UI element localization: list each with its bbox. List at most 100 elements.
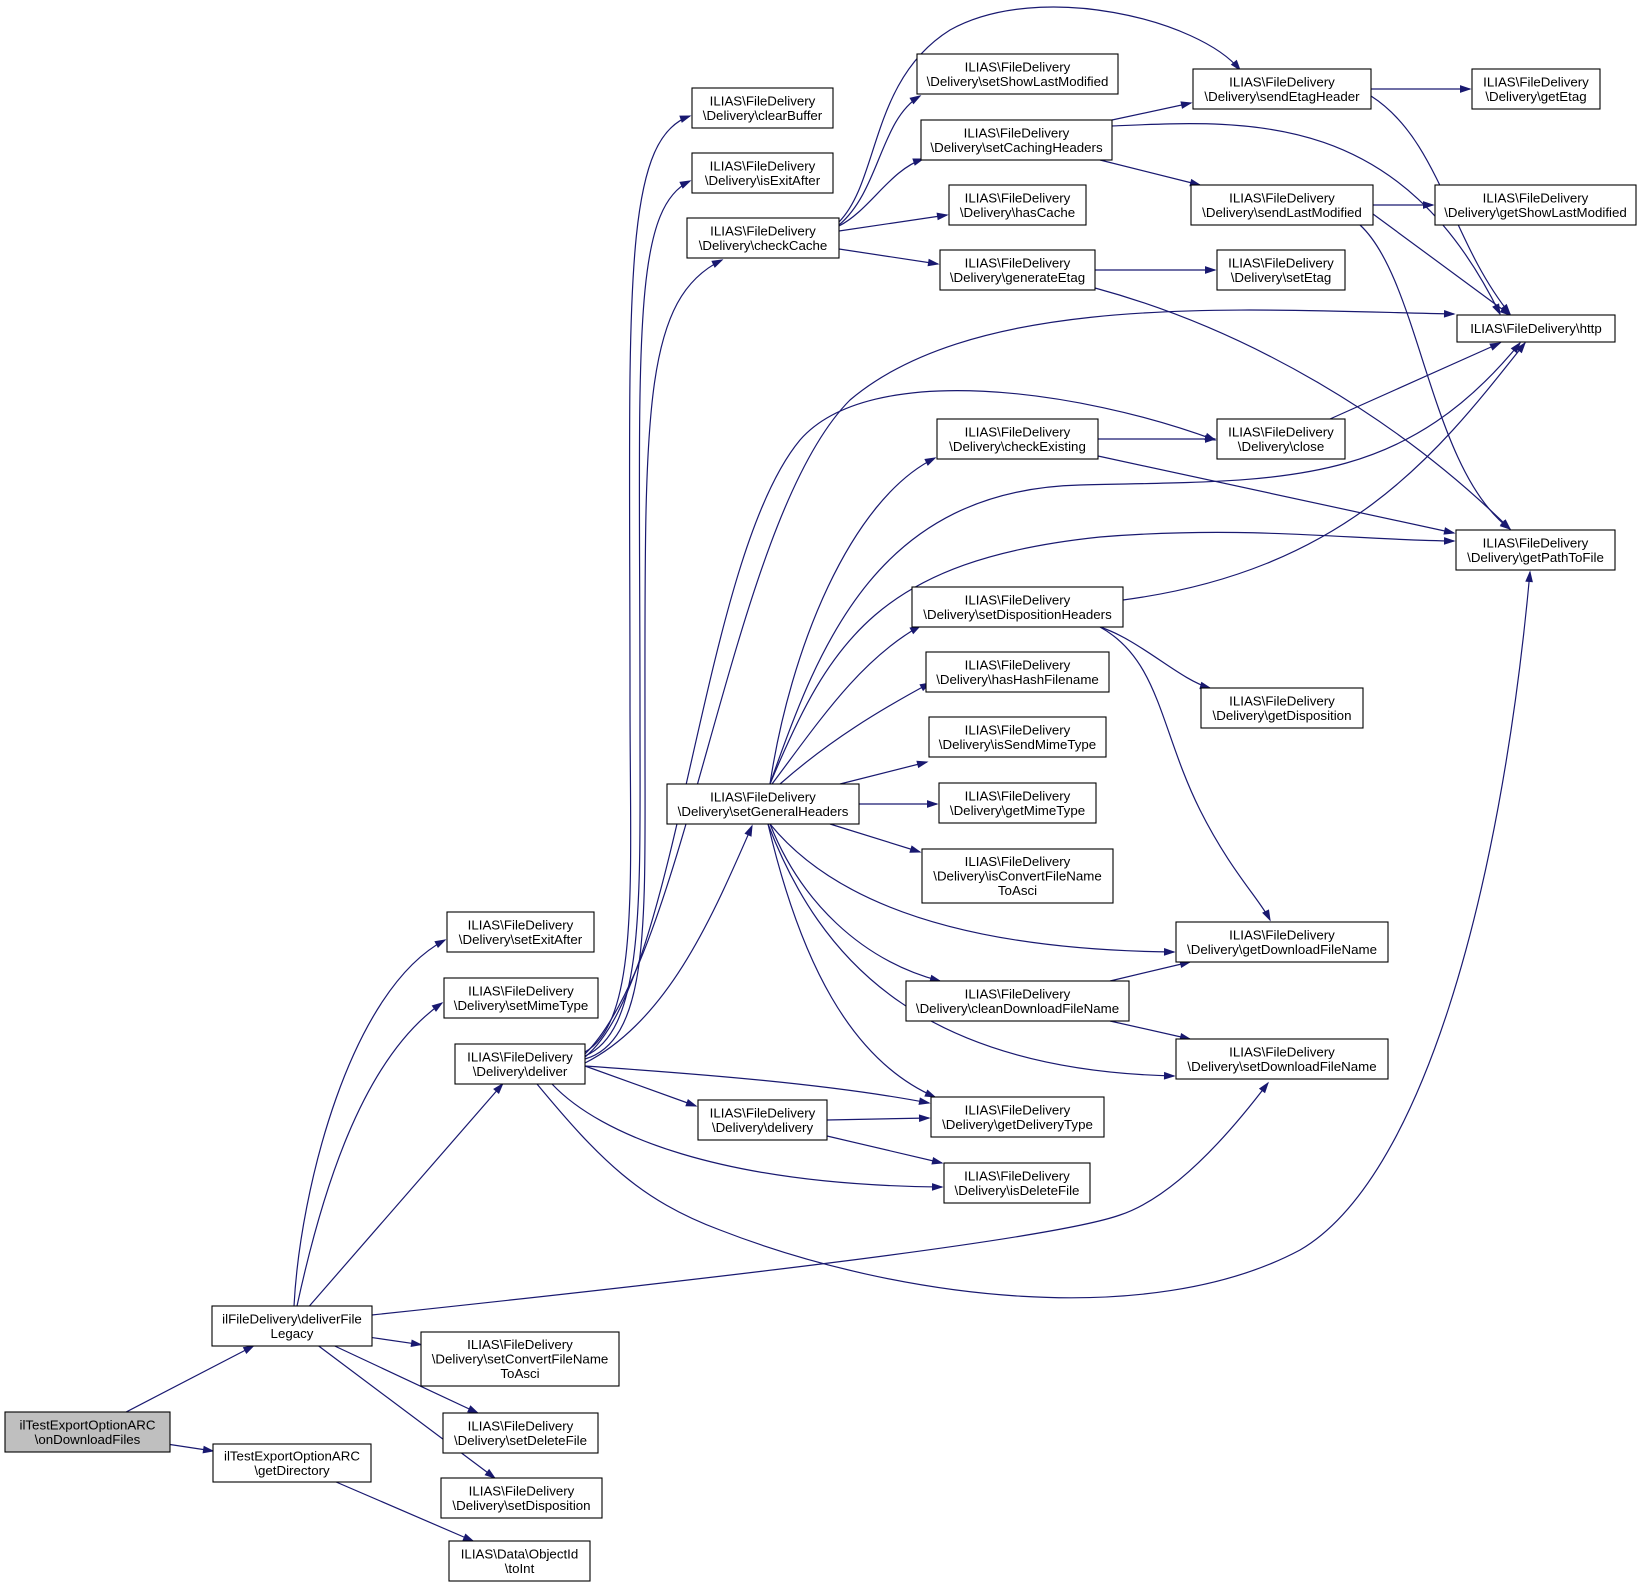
node-label-line: \Delivery\setMimeType (454, 998, 588, 1013)
node-label-line: ilTestExportOptionARC (20, 1417, 156, 1432)
edge-root-to-deliverFileLegacy (125, 1345, 255, 1413)
node-box (4, 1411, 171, 1453)
node-setDisposition[interactable]: ILIAS\FileDelivery\Delivery\setDispositi… (440, 1477, 603, 1519)
edge-setCachingHeaders-to-sendEtagHeader (1111, 101, 1193, 121)
node-setDispositionHeaders[interactable]: ILIAS\FileDelivery\Delivery\setDispositi… (911, 586, 1124, 628)
node-label-line: \Delivery\getPathToFile (1467, 550, 1604, 565)
node-root[interactable]: ilTestExportOptionARC\onDownloadFiles (4, 1411, 171, 1453)
node-getMimeType[interactable]: ILIAS\FileDelivery\Delivery\getMimeType (938, 782, 1097, 824)
edge-generateEtag-to-setEtag (1095, 266, 1217, 274)
node-http[interactable]: ILIAS\FileDelivery\http (1456, 314, 1616, 343)
node-label-line: ILIAS\FileDelivery\http (1470, 321, 1602, 336)
edge-checkCache-to-generateEtag (838, 248, 940, 267)
node-setEtag[interactable]: ILIAS\FileDelivery\Delivery\setEtag (1216, 249, 1346, 291)
node-label-line: \Delivery\getMimeType (950, 803, 1085, 818)
node-label-line: \Delivery\setExitAfter (459, 932, 583, 947)
node-setMimeType[interactable]: ILIAS\FileDelivery\Delivery\setMimeType (443, 977, 599, 1019)
node-label-line: ILIAS\FileDelivery (710, 158, 816, 173)
node-label-line: \Delivery\isSendMimeType (939, 737, 1096, 752)
node-getDeliveryType[interactable]: ILIAS\FileDelivery\Delivery\getDeliveryT… (930, 1096, 1105, 1138)
edge-deliver-to-getPathToFile (536, 570, 1533, 1299)
node-deliver[interactable]: ILIAS\FileDelivery\Delivery\deliver (454, 1043, 586, 1085)
node-getDownloadFileName[interactable]: ILIAS\FileDelivery\Delivery\getDownloadF… (1175, 921, 1389, 963)
node-label-line: ilTestExportOptionARC (224, 1448, 360, 1463)
node-sendEtagHeader[interactable]: ILIAS\FileDelivery\Delivery\sendEtagHead… (1192, 68, 1372, 110)
node-label-line: \toInt (505, 1561, 535, 1576)
node-label-line: ILIAS\FileDelivery (965, 722, 1071, 737)
node-label-line: ILIAS\FileDelivery (965, 788, 1071, 803)
node-box (666, 783, 860, 825)
node-label-line: ToAsci (998, 883, 1037, 898)
call-edges (125, 6, 1533, 1542)
node-getDisposition[interactable]: ILIAS\FileDelivery\Delivery\getDispositi… (1200, 687, 1364, 729)
node-label-line: ILIAS\FileDelivery (965, 592, 1071, 607)
edge-delivery-to-getDeliveryType (826, 1114, 931, 1123)
edge-delivery-to-isDeleteFile (826, 1135, 944, 1165)
node-label-line: ILIAS\FileDelivery (1229, 927, 1335, 942)
edge-sendLastModified-to-http (1372, 213, 1512, 316)
node-setExitAfter[interactable]: ILIAS\FileDelivery\Delivery\setExitAfter (446, 911, 595, 953)
node-isDeleteFile[interactable]: ILIAS\FileDelivery\Delivery\isDeleteFile (943, 1162, 1091, 1204)
node-getPathToFile[interactable]: ILIAS\FileDelivery\Delivery\getPathToFil… (1455, 529, 1616, 571)
edge-checkCache-to-sendEtagHeader (838, 6, 1241, 223)
node-setShowLastModified[interactable]: ILIAS\FileDelivery\Delivery\setShowLastM… (916, 53, 1119, 95)
node-clearBuffer[interactable]: ILIAS\FileDelivery\Delivery\clearBuffer (691, 87, 834, 129)
edge-deliverFileLegacy-to-setDisposition (318, 1345, 497, 1479)
node-sendLastModified[interactable]: ILIAS\FileDelivery\Delivery\sendLastModi… (1190, 184, 1374, 226)
node-box (691, 87, 834, 129)
node-setGeneralHeaders[interactable]: ILIAS\FileDelivery\Delivery\setGeneralHe… (666, 783, 860, 825)
node-toInt[interactable]: ILIAS\Data\ObjectId\toInt (448, 1540, 591, 1582)
node-label-line: \Delivery\setGeneralHeaders (678, 804, 849, 819)
node-label-line: ILIAS\FileDelivery (710, 1105, 816, 1120)
node-label-line: ILIAS\FileDelivery (965, 854, 1071, 869)
node-label-line: ILIAS\FileDelivery (964, 1168, 1070, 1183)
node-label-line: \Delivery\sendEtagHeader (1204, 89, 1360, 104)
node-setDownloadFileName[interactable]: ILIAS\FileDelivery\Delivery\setDownloadF… (1175, 1038, 1389, 1080)
node-setConvertFileNameToAsci[interactable]: ILIAS\FileDelivery\Delivery\setConvertFi… (420, 1331, 620, 1387)
node-getEtag[interactable]: ILIAS\FileDelivery\Delivery\getEtag (1471, 68, 1601, 110)
edge-checkExisting-to-getPathToFile (1097, 455, 1456, 535)
edge-checkCache-to-setShowLastModified (838, 95, 922, 226)
node-label-line: \Delivery\close (1238, 439, 1324, 454)
node-box (943, 1162, 1091, 1204)
node-cleanDownloadFileName[interactable]: ILIAS\FileDelivery\Delivery\cleanDownloa… (905, 980, 1130, 1022)
node-box (1434, 184, 1637, 226)
node-label-line: ILIAS\FileDelivery (965, 424, 1071, 439)
node-label-line: ilFileDelivery\deliverFile (222, 1311, 362, 1326)
node-isExitAfter[interactable]: ILIAS\FileDelivery\Delivery\isExitAfter (691, 152, 834, 194)
edge-setGeneralHeaders-to-checkExisting (769, 457, 937, 785)
node-getShowLastModified[interactable]: ILIAS\FileDelivery\Delivery\getShowLastM… (1434, 184, 1637, 226)
node-checkExisting[interactable]: ILIAS\FileDelivery\Delivery\checkExistin… (936, 418, 1099, 460)
node-label-line: \Delivery\checkCache (699, 238, 828, 253)
node-hasCache[interactable]: ILIAS\FileDelivery\Delivery\hasCache (948, 184, 1087, 226)
edge-root-to-getDirectory (169, 1443, 215, 1454)
node-setDeleteFile[interactable]: ILIAS\FileDelivery\Delivery\setDeleteFil… (442, 1412, 599, 1454)
node-label-line: ILIAS\FileDelivery (710, 223, 816, 238)
node-label-line: ILIAS\FileDelivery (1483, 535, 1589, 550)
node-delivery[interactable]: ILIAS\FileDelivery\Delivery\delivery (697, 1099, 828, 1141)
node-box (930, 1096, 1105, 1138)
node-isSendMimeType[interactable]: ILIAS\FileDelivery\Delivery\isSendMimeTy… (928, 716, 1107, 758)
node-setCachingHeaders[interactable]: ILIAS\FileDelivery\Delivery\setCachingHe… (920, 119, 1113, 161)
node-hasHashFilename[interactable]: ILIAS\FileDelivery\Delivery\hasHashFilen… (925, 651, 1110, 693)
node-label-line: ILIAS\FileDelivery (1228, 424, 1334, 439)
node-label-line: ToAsci (500, 1366, 539, 1381)
node-getDirectory[interactable]: ilTestExportOptionARC\getDirectory (212, 1443, 372, 1483)
node-label-line: ILIAS\FileDelivery (467, 1337, 573, 1352)
node-box (691, 152, 834, 194)
node-checkCache[interactable]: ILIAS\FileDelivery\Delivery\checkCache (686, 217, 840, 259)
node-isConvertFileNameToAsci[interactable]: ILIAS\FileDelivery\Delivery\isConvertFil… (921, 848, 1114, 904)
node-label-line: \Delivery\setEtag (1231, 270, 1332, 285)
edge-setGeneralHeaders-to-isSendMimeType (839, 760, 929, 785)
edge-setDispositionHeaders-to-http (1122, 341, 1526, 601)
edge-setGeneralHeaders-to-isConvertFileNameToAsci (829, 823, 922, 853)
node-close[interactable]: ILIAS\FileDelivery\Delivery\close (1216, 418, 1346, 460)
node-label-line: Legacy (271, 1326, 314, 1341)
node-label-line: \Delivery\checkExisting (949, 439, 1086, 454)
node-generateEtag[interactable]: ILIAS\FileDelivery\Delivery\generateEtag (939, 249, 1096, 291)
node-label-line: ILIAS\FileDelivery (965, 657, 1071, 672)
node-label-line: ILIAS\FileDelivery (1483, 190, 1589, 205)
node-label-line: \Delivery\isConvertFileName (933, 869, 1101, 884)
